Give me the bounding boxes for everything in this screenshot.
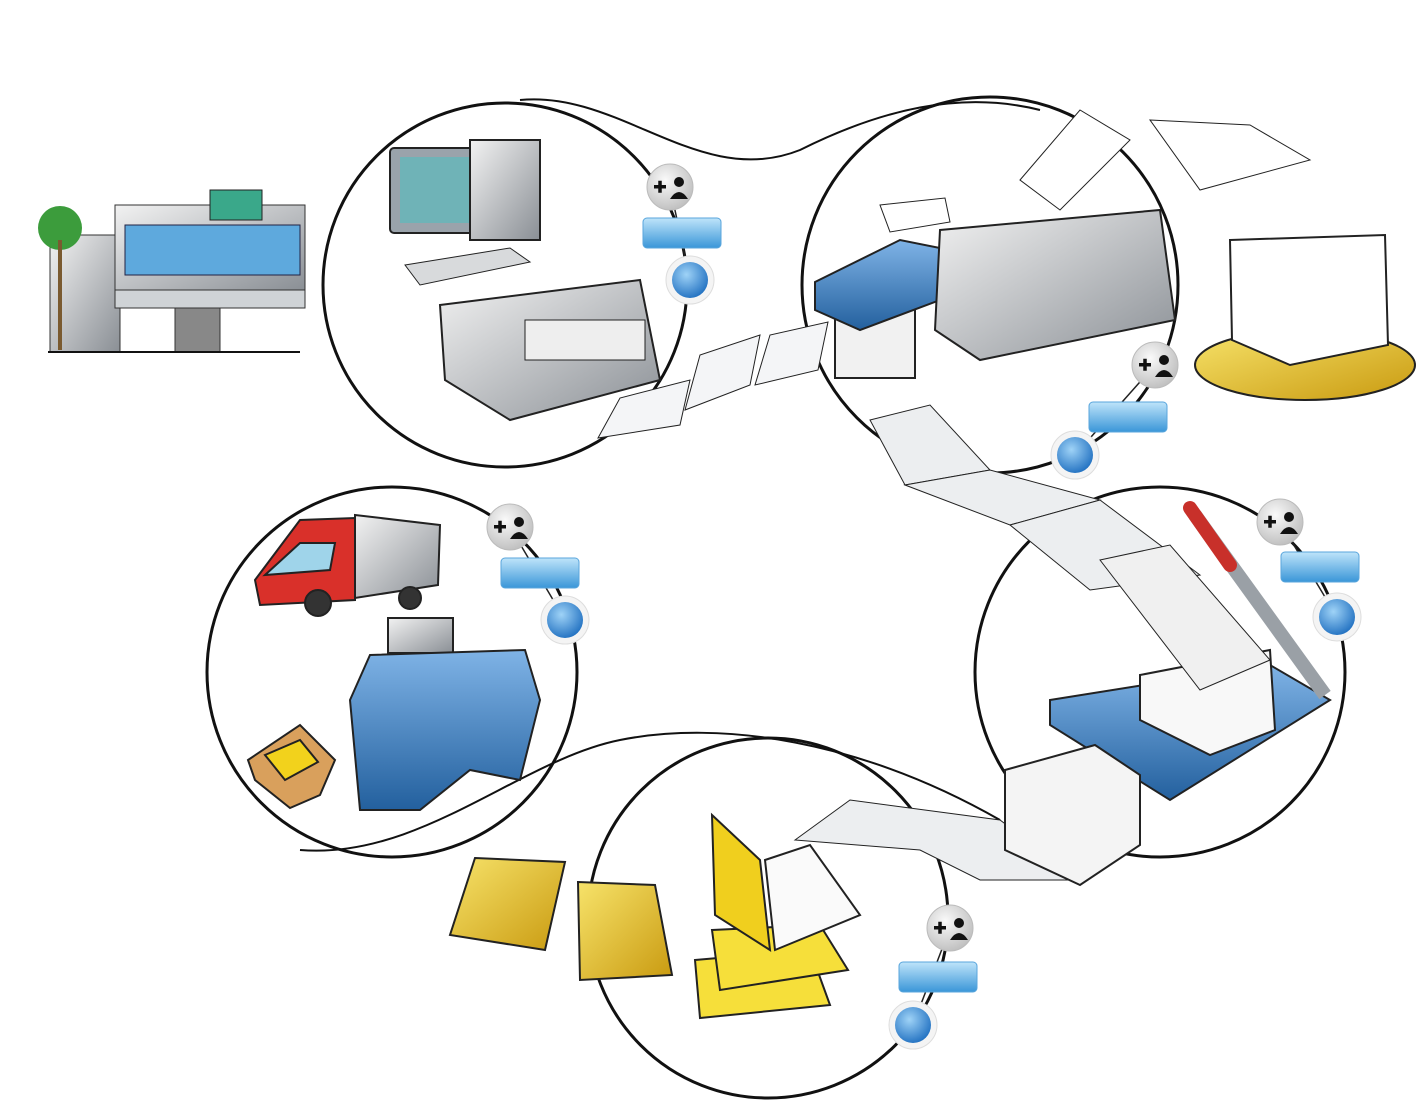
paper-cutter-icon [1004,501,1332,887]
printed-sheets-icon [597,321,829,439]
stage-label-pill[interactable] [1280,551,1360,583]
add-user-button[interactable] [1256,498,1304,546]
output-paper-stack-icon [1019,109,1416,401]
add-user-icon [494,517,528,539]
stage-controls [486,163,1362,1050]
stage-widget-printing [1050,341,1179,480]
stage-widget-binding [888,904,978,1050]
stage-label-pill[interactable] [898,961,978,993]
office-building-illustration [38,189,306,353]
add-user-button[interactable] [926,904,974,952]
printing-press-icon [814,197,1177,379]
stage-label-pill[interactable] [500,557,580,589]
stage-label-pill[interactable] [642,217,722,249]
add-user-icon [1139,355,1173,377]
stage-status-dot[interactable] [1312,592,1362,642]
stage-widget-shipping [486,503,590,645]
stage-status-dot[interactable] [665,255,715,305]
truck-packaging-icon [246,513,542,811]
stage-status-dot[interactable] [888,1000,938,1050]
stage-widget-prepress [642,163,722,305]
add-user-button[interactable] [486,503,534,551]
add-user-icon [654,177,688,199]
add-user-icon [934,918,968,940]
add-user-button[interactable] [1131,341,1179,389]
stage-status-dot[interactable] [540,595,590,645]
books-icon [448,812,862,1020]
add-user-icon [1264,512,1298,534]
add-user-button[interactable] [646,163,694,211]
stage-widget-cutting [1256,498,1362,642]
stage-status-dot[interactable] [1050,430,1100,480]
stage-label-pill[interactable] [1088,401,1168,433]
computer-printer-icon [389,139,662,422]
